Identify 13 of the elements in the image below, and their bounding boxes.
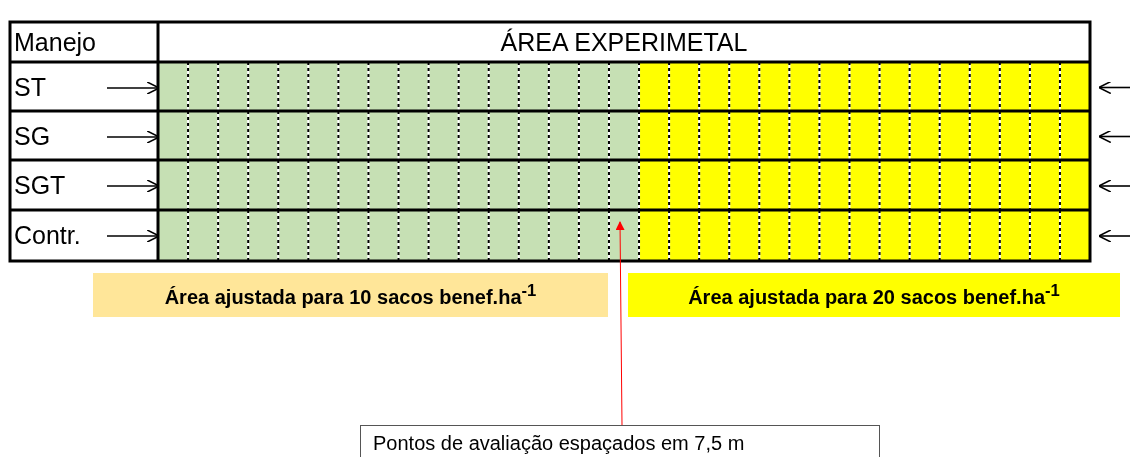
- area-label: Área ajustada para 20 sacos benef.ha$^{-1}$: [628, 273, 1120, 317]
- arrow: [106, 130, 160, 144]
- leader-line: [615, 221, 625, 426]
- arrow: [1098, 80, 1131, 95]
- arrow: [106, 81, 160, 95]
- arrow: [1098, 179, 1131, 193]
- area-label: Área ajustada para 10 sacos benef.ha$^{-1}$: [93, 273, 608, 317]
- arrow: [106, 229, 160, 243]
- arrow: [1098, 129, 1131, 144]
- arrow: [1098, 229, 1131, 243]
- callout-box: Pontos de avaliação espaçados em 7,5 m: [360, 425, 880, 457]
- arrow: [106, 179, 160, 193]
- header-cell: ÁREA EXPERIMETAL: [160, 24, 1088, 61]
